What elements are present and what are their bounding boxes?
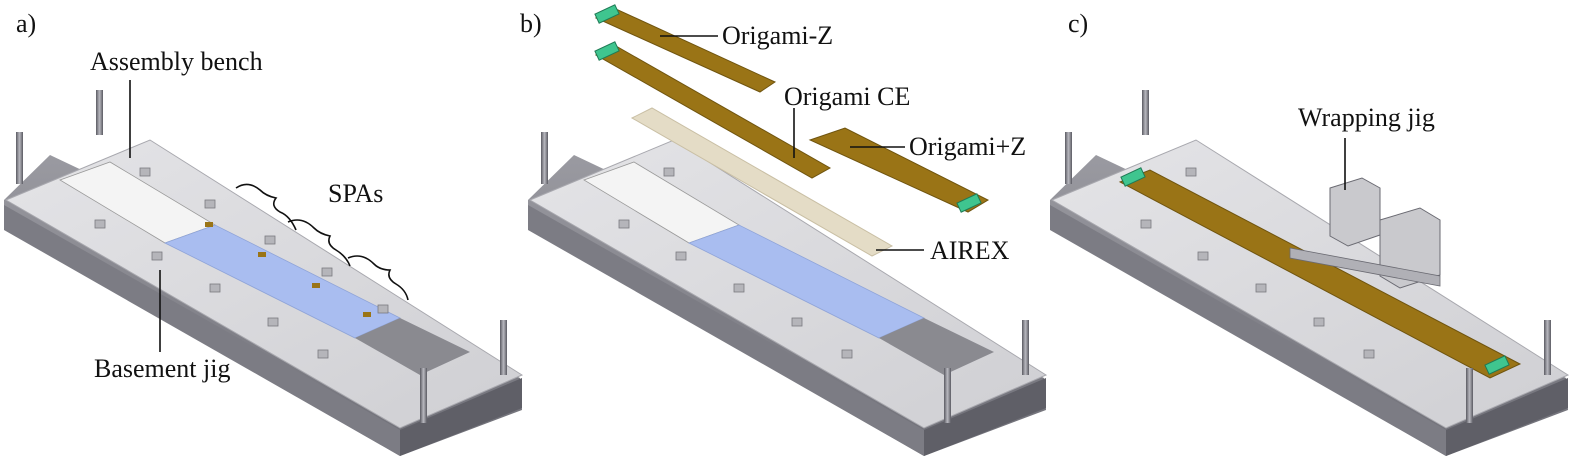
- label-origami-plus-z: Origami+Z: [909, 132, 1026, 161]
- bolt-pad: [733, 283, 745, 293]
- bolt-pad: [139, 167, 151, 177]
- basement-jig-front: [528, 205, 924, 456]
- bolt-pad: [1255, 283, 1267, 293]
- label-origami-ce: Origami CE: [784, 82, 910, 111]
- connector-green: [594, 41, 620, 61]
- panel-label-c: c): [1068, 9, 1088, 38]
- guide-post: [1142, 90, 1149, 135]
- spa-pad: [312, 283, 320, 288]
- spas-brace: [347, 255, 409, 301]
- bolt-pad: [663, 167, 675, 177]
- bolt-pad: [204, 199, 216, 209]
- guide-post: [1022, 320, 1029, 375]
- wrapping-jig-rail: [1289, 247, 1441, 287]
- bench-pocket: [879, 318, 994, 375]
- guide-post: [420, 368, 427, 423]
- guide-post: [96, 90, 103, 135]
- spa-pad: [258, 252, 266, 257]
- bolt-pad: [1185, 167, 1197, 177]
- bolt-pad: [94, 219, 106, 229]
- label-assembly-bench: Assembly bench: [90, 47, 263, 76]
- label-origami-minus-z: Origami-Z: [722, 21, 833, 50]
- bolt-pad: [618, 219, 630, 229]
- basement-jig-right: [400, 378, 522, 456]
- wrapping-jig-block: [1329, 177, 1381, 247]
- connector-green: [956, 193, 982, 213]
- connector-green: [1120, 167, 1146, 187]
- label-basement-jig: Basement jig: [94, 354, 230, 383]
- label-airex: AIREX: [930, 236, 1010, 265]
- bolt-pad: [321, 267, 333, 277]
- label-spas: SPAs: [328, 179, 383, 208]
- bolt-pad: [841, 349, 853, 359]
- guide-post: [541, 132, 548, 184]
- bolt-pad: [267, 317, 279, 327]
- panel-label-b: b): [520, 9, 542, 38]
- panel-c: c) Wrapping jig: [1050, 9, 1570, 456]
- guide-post: [944, 368, 951, 423]
- bench-pocket: [355, 318, 470, 375]
- airex-sheet: [630, 107, 894, 257]
- bolt-pad: [151, 251, 163, 261]
- spa-pad: [205, 222, 213, 227]
- basement-jig-right: [1446, 378, 1568, 456]
- basement-jig-front: [4, 205, 400, 456]
- spas-brace: [235, 183, 297, 231]
- panel-a: a) Assembly bench SPAs Basement jig: [4, 9, 524, 456]
- origami-plus-z-flex: [808, 127, 990, 213]
- bolt-pad: [377, 304, 389, 314]
- connector-green: [1484, 355, 1510, 375]
- panel-label-a: a): [16, 9, 36, 38]
- bolt-pad: [264, 235, 276, 245]
- bolt-pad: [675, 251, 687, 261]
- guide-post: [500, 320, 507, 375]
- spas-brace: [287, 219, 351, 267]
- label-wrapping-jig: Wrapping jig: [1298, 103, 1435, 132]
- guide-post: [1466, 368, 1473, 423]
- connector-green: [594, 4, 620, 24]
- bolt-pad: [791, 317, 803, 327]
- bolt-pad: [1197, 251, 1209, 261]
- guide-post: [1544, 320, 1551, 375]
- bolt-pad: [1363, 349, 1375, 359]
- bolt-pad: [1140, 219, 1152, 229]
- spa-pad: [363, 312, 371, 317]
- bolt-pad: [317, 349, 329, 359]
- panel-b: b) Origami-Z Origami CE Origami+Z AIREX: [520, 4, 1048, 456]
- guide-post: [1065, 132, 1072, 184]
- basement-jig-right: [924, 378, 1046, 456]
- bolt-pad: [1313, 317, 1325, 327]
- basement-jig-front: [1050, 205, 1446, 456]
- guide-post: [16, 132, 23, 184]
- bolt-pad: [209, 283, 221, 293]
